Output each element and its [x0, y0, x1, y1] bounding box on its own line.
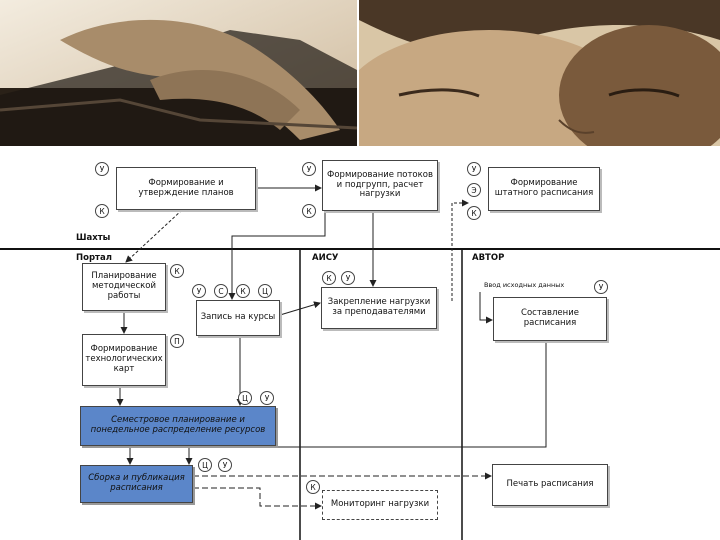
tag-ts: Ц [198, 458, 212, 472]
tag-u: У [192, 284, 206, 298]
tag-e: Э [467, 183, 481, 197]
box-assign[interactable]: Закрепление нагрузки за преподавателями [321, 287, 437, 329]
tag-ts: Ц [258, 284, 272, 298]
zone-label-avtor: АВТОР [472, 253, 505, 263]
tag-ts: Ц [238, 391, 252, 405]
tag-k: К [170, 264, 184, 278]
box-compose[interactable]: Составление расписания [493, 297, 607, 341]
tag-k: К [302, 204, 316, 218]
tag-u: У [302, 162, 316, 176]
box-techmaps[interactable]: Формирование технологических карт [82, 334, 166, 386]
tag-k: К [322, 271, 336, 285]
tag-k: К [95, 204, 109, 218]
box-semester[interactable]: Семестровое планирование и понедельное р… [80, 406, 276, 446]
tag-u: У [218, 458, 232, 472]
tag-k: К [306, 480, 320, 494]
zone-label-portal: Портал [76, 253, 112, 263]
tag-u: У [594, 280, 608, 294]
zone-label-top: Шахты [76, 233, 111, 243]
person-face-photo [359, 0, 720, 146]
tag-k: К [236, 284, 250, 298]
tag-p: П [170, 334, 184, 348]
box-streams[interactable]: Формирование потоков и подгрупп, расчет … [322, 160, 438, 211]
tag-u: У [341, 271, 355, 285]
box-publish[interactable]: Сборка и публикация расписания [80, 465, 193, 503]
box-monitor[interactable]: Мониторинг нагрузки [322, 490, 438, 520]
tag-k: К [467, 206, 481, 220]
hands-on-keyboard-photo [0, 0, 357, 146]
box-staff[interactable]: Формирование штатного расписания [488, 167, 600, 211]
input-data-note: Ввод исходных данных [484, 281, 565, 289]
box-print[interactable]: Печать расписания [492, 464, 608, 506]
box-courses[interactable]: Запись на курсы [196, 300, 280, 336]
zone-label-aisu: АИСУ [312, 253, 339, 263]
box-plans[interactable]: Формирование и утверждение планов [116, 167, 256, 210]
tag-u: У [95, 162, 109, 176]
tag-u: У [260, 391, 274, 405]
box-method[interactable]: Планирование методической работы [82, 263, 166, 311]
tag-s: С [214, 284, 228, 298]
tag-u: У [467, 162, 481, 176]
